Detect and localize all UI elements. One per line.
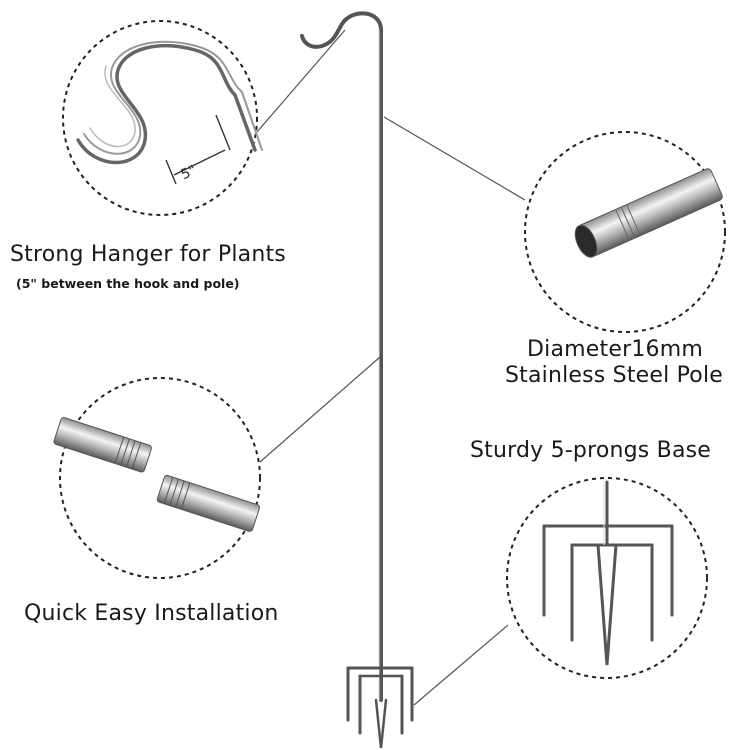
installation-pointer-line bbox=[259, 356, 381, 463]
installation-callout bbox=[53, 356, 381, 579]
hanger-detail-circle bbox=[62, 20, 258, 216]
installation-detail-circle bbox=[59, 377, 261, 579]
pole-material-label: Stainless Steel Pole bbox=[504, 363, 724, 388]
hanger-title: Strong Hanger for Plants bbox=[10, 242, 286, 267]
hanger-subtitle: (5" between the hook and pole) bbox=[16, 276, 240, 291]
installation-title: Quick Easy Installation bbox=[24, 601, 279, 626]
measure-marker bbox=[165, 114, 231, 185]
base-detail-circle bbox=[506, 477, 708, 679]
hanger-callout: 5" bbox=[62, 20, 346, 216]
base-pointer-line bbox=[413, 624, 509, 706]
s-hook-closeup bbox=[76, 40, 263, 165]
main-pole bbox=[300, 11, 414, 749]
base-callout bbox=[413, 477, 708, 706]
pole-callout bbox=[383, 116, 726, 333]
prongs-closeup bbox=[542, 480, 674, 666]
tube-opening bbox=[574, 224, 598, 258]
pole-diameter-label: Diameter16mm bbox=[527, 337, 703, 362]
joint-closeup bbox=[53, 417, 261, 532]
base-title: Sturdy 5-prongs Base bbox=[470, 438, 712, 463]
tube-closeup bbox=[574, 168, 723, 258]
hanger-pointer-line bbox=[256, 29, 346, 133]
measure-text: 5" bbox=[178, 162, 199, 183]
pole-pointer-line bbox=[383, 116, 526, 201]
